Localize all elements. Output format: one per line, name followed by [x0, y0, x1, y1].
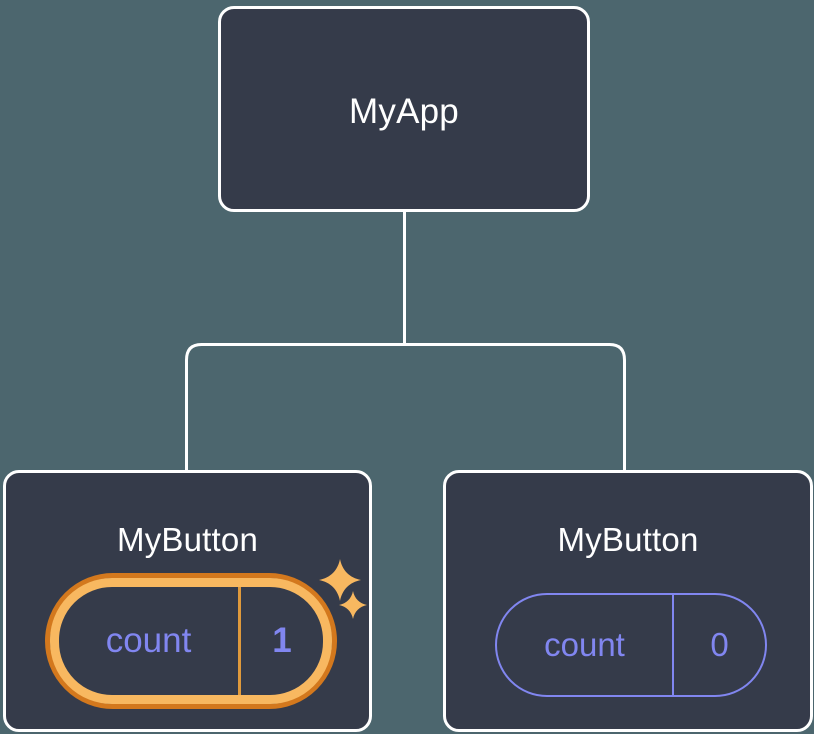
component-node-mybutton-left[interactable]: MyButton count 1: [3, 470, 372, 732]
state-pill-count-updated[interactable]: count 1: [45, 573, 337, 709]
component-node-myapp[interactable]: MyApp: [218, 6, 590, 212]
state-key-count-left: count: [59, 587, 241, 695]
component-label-mybutton-left: MyButton: [117, 521, 258, 558]
state-value-count-right: 0: [710, 626, 729, 663]
sparkle-icon-small: [339, 591, 367, 619]
component-label-mybutton-right: MyButton: [557, 521, 699, 558]
component-node-mybutton-right[interactable]: MyButton count 0: [443, 470, 813, 732]
state-pill-count-default[interactable]: count 0: [495, 593, 767, 697]
connector-children-bus: [185, 343, 626, 470]
state-value-count-left: 1: [272, 621, 292, 660]
component-label-myapp: MyApp: [349, 92, 459, 131]
state-key-count-right: count: [497, 595, 674, 695]
state-pill-highlight-wrapper: count 1: [45, 573, 337, 709]
state-pill-inner-ring: count 1: [50, 578, 332, 704]
sparkle-icon-large: [319, 559, 361, 601]
